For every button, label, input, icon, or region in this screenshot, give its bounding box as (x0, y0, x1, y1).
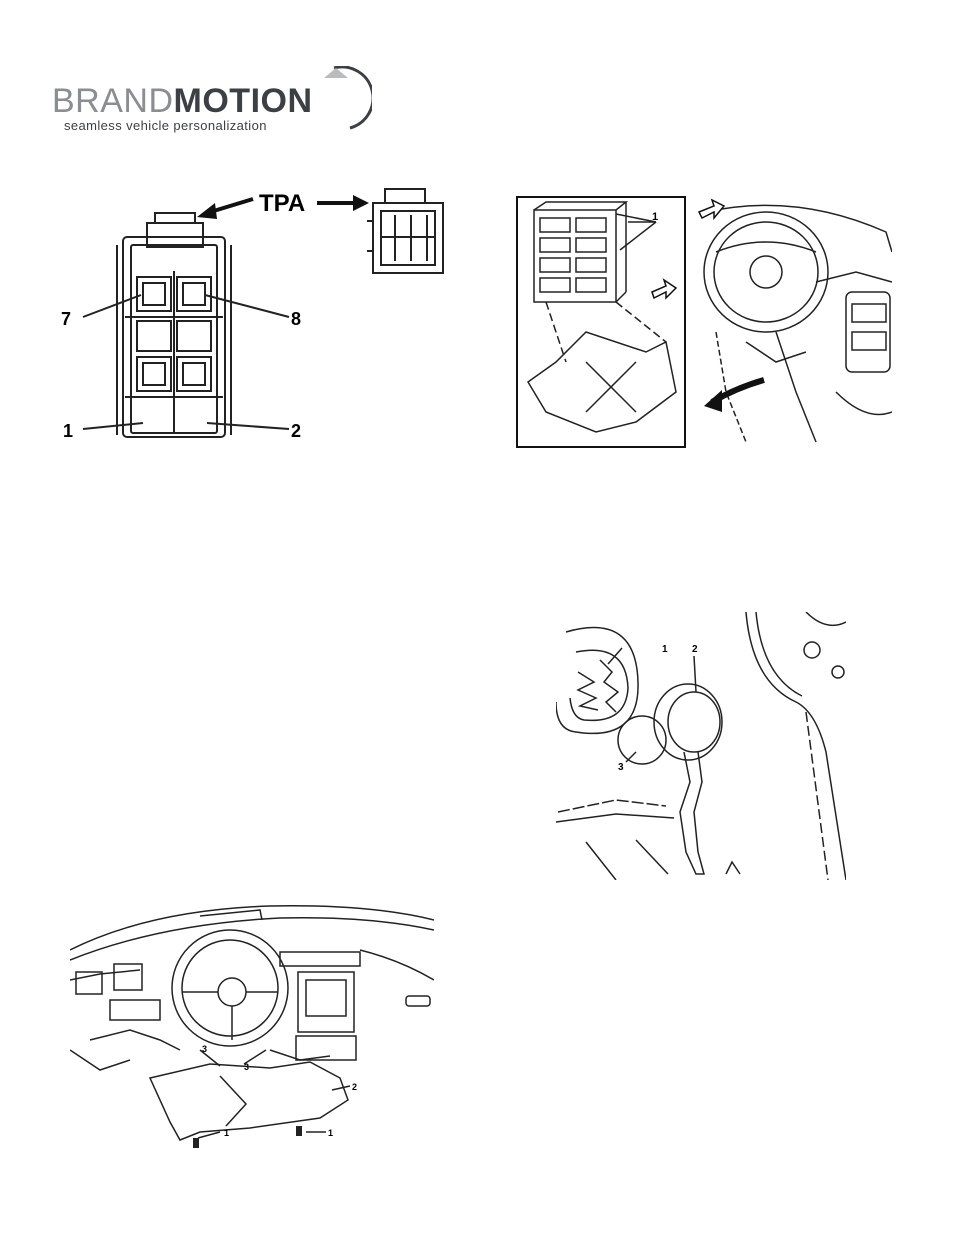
plug-callout-1: 1 (662, 644, 668, 655)
brand-logo: BRANDMOTION seamless vehicle personaliza… (52, 66, 372, 136)
knee-bolster-drawing: 3 3 2 1 1 (70, 900, 434, 1160)
connector-drawing: TPA 7 8 1 2 (55, 185, 465, 445)
bolster-callout-1a: 1 (224, 1128, 229, 1138)
figure-connector: TPA 7 8 1 2 (55, 185, 465, 445)
plug-callout-2: 2 (692, 644, 698, 655)
logo-word-brand: BRAND (52, 82, 174, 120)
fuse-callout-1: 1 (652, 211, 658, 223)
fuse-block-drawing: 1 (516, 192, 892, 452)
figure-knee-bolster: 3 3 2 1 1 (70, 900, 434, 1160)
plug-callout-3: 3 (618, 762, 624, 773)
pin-label-1: 1 (63, 421, 73, 441)
logo-wordmark: BRANDMOTION (52, 84, 313, 118)
bolster-callout-3b: 3 (244, 1062, 249, 1072)
logo-word-motion: MOTION (174, 82, 313, 120)
figure-plug: 1 2 3 (556, 612, 846, 880)
pin-label-2: 2 (291, 421, 301, 441)
bolster-callout-2: 2 (352, 1082, 357, 1092)
tpa-label: TPA (259, 190, 305, 217)
pin-label-7: 7 (61, 309, 71, 329)
plug-drawing: 1 2 3 (556, 612, 846, 880)
bolster-callout-1b: 1 (328, 1128, 333, 1138)
logo-swoosh-icon (310, 66, 372, 132)
logo-tagline: seamless vehicle personalization (64, 118, 267, 133)
pin-label-8: 8 (291, 309, 301, 329)
bolster-callout-3a: 3 (202, 1044, 207, 1054)
figure-fuse-block: 1 (516, 192, 892, 452)
